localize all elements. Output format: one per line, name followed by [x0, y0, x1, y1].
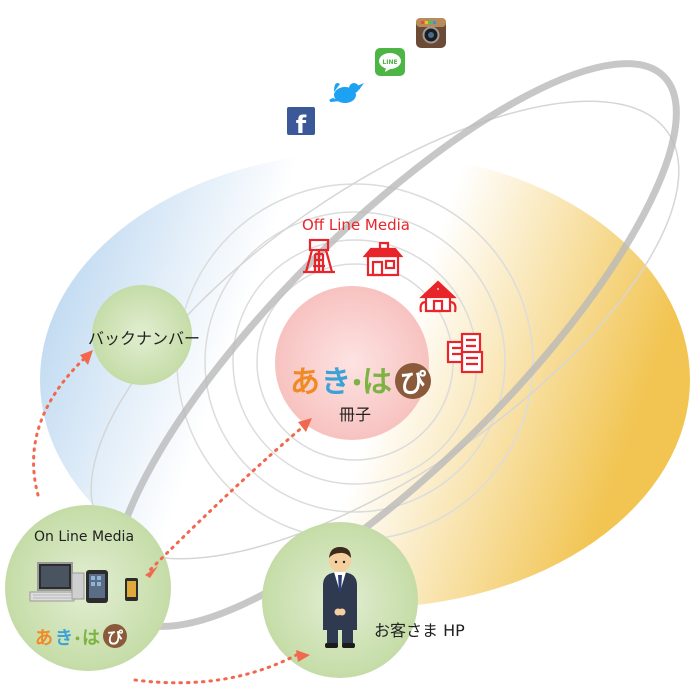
tablet-icon: [86, 570, 108, 603]
arrow-to-online: [148, 423, 307, 572]
small-logo-char-pi: ぴ: [107, 628, 123, 647]
booklet-center-circle: [275, 286, 429, 440]
arrow-to-backnumber: [32, 353, 90, 497]
logo-pi-badge: [395, 363, 431, 399]
arrowhead-center: [298, 418, 312, 432]
arrowhead-backnumber: [80, 350, 93, 365]
shop-icon: [362, 241, 404, 277]
businessman-icon: [323, 547, 357, 648]
twitter-icon: [329, 83, 364, 103]
logo-char-ha: は: [362, 365, 392, 400]
akihapi-logo-large: あ き ・ は ぴ: [290, 363, 431, 400]
booklet-label: 冊子: [339, 405, 371, 424]
small-logo-pi-badge: [103, 624, 127, 648]
facebook-glyph: f: [296, 111, 307, 139]
akihapi-logo-small: あ き ・ は ぴ: [35, 624, 127, 649]
offline-media-label: Off Line Media: [302, 216, 410, 234]
dotted-arrows: [32, 353, 307, 685]
desktop-computer-icon: [29, 562, 85, 602]
small-logo-char-dot: ・: [70, 630, 85, 648]
arrowhead-customer: [296, 650, 310, 662]
backnumber-bubble: [92, 285, 192, 385]
line-icon: LINE: [375, 48, 405, 76]
online-media-label: On Line Media: [34, 529, 134, 545]
logo-char-pi: ぴ: [400, 369, 426, 399]
logo-char-ki: き: [321, 365, 351, 400]
arrowhead-online: [145, 566, 158, 578]
backnumber-label: バックナンバー: [88, 329, 200, 348]
arrow-to-customer: [133, 650, 304, 685]
buildings-icon: [446, 332, 484, 374]
small-logo-char-ki: き: [55, 628, 73, 649]
small-logo-char-a: あ: [35, 628, 53, 649]
line-glyph: LINE: [382, 59, 397, 66]
smartphone-icon: [125, 578, 138, 601]
house-icon: [419, 280, 457, 313]
facebook-icon: f: [287, 107, 315, 139]
tower-icon: [303, 238, 335, 274]
logo-char-a: あ: [290, 365, 320, 400]
logo-char-dot: ・: [344, 369, 370, 399]
small-logo-char-ha: は: [82, 628, 100, 649]
customer-hp-label: お客さま HP: [374, 621, 465, 640]
instagram-icon: [416, 18, 446, 48]
